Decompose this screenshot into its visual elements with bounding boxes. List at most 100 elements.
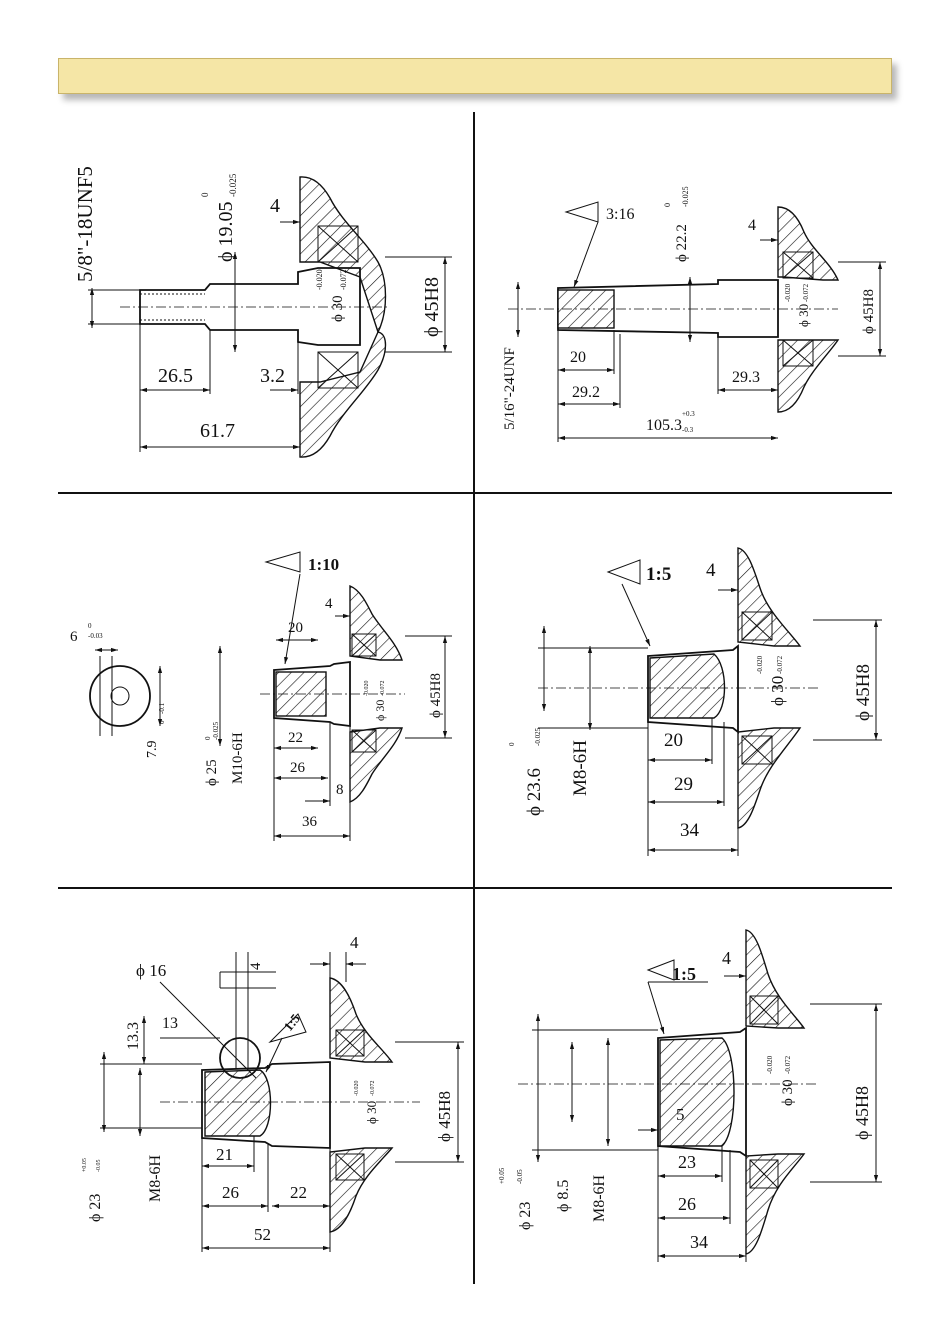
len-29-label: 29 bbox=[674, 774, 693, 795]
taper-label: 1:5 bbox=[672, 964, 696, 984]
bore-label: ϕ 30 bbox=[364, 1101, 379, 1124]
svg-text:-0.1: -0.1 bbox=[158, 702, 166, 714]
svg-text:-0.020: -0.020 bbox=[315, 269, 324, 290]
housing-lower-hatch bbox=[329, 1147, 394, 1233]
svg-text:-0.025: -0.025 bbox=[681, 186, 690, 207]
housing-label: ϕ 45H8 bbox=[861, 289, 877, 334]
small-gap-label: 4 bbox=[248, 962, 264, 970]
hole-diameter-label: ϕ 8.5 bbox=[555, 1180, 572, 1212]
len-22-label: 22 bbox=[290, 1183, 307, 1202]
svg-text:0: 0 bbox=[508, 742, 516, 746]
svg-text:0: 0 bbox=[158, 720, 166, 724]
svg-text:0: 0 bbox=[204, 736, 212, 740]
housing-label: ϕ 45H8 bbox=[435, 1091, 454, 1142]
total-length-label: 105.3 bbox=[646, 417, 682, 434]
housing-label: ϕ 45H8 bbox=[421, 277, 443, 337]
taper-label: 3:16 bbox=[606, 206, 634, 223]
len-52-label: 52 bbox=[254, 1225, 271, 1244]
svg-text:-0.072: -0.072 bbox=[339, 269, 348, 290]
len-34-label: 34 bbox=[690, 1232, 708, 1252]
housing-upper-hatch bbox=[349, 584, 403, 661]
svg-text:+0.3: +0.3 bbox=[682, 410, 695, 418]
gap-label: 4 bbox=[722, 948, 731, 968]
len-26-label: 26 bbox=[290, 760, 306, 776]
bearing-upper bbox=[317, 225, 359, 263]
len-26-label: 26 bbox=[222, 1183, 239, 1202]
svg-text:-0.072: -0.072 bbox=[802, 283, 810, 302]
total-length-label: 61.7 bbox=[200, 420, 235, 442]
threaded-hole bbox=[659, 1037, 735, 1147]
svg-text:-0.03: -0.03 bbox=[88, 632, 103, 640]
gap-label: 4 bbox=[706, 560, 716, 581]
taper-label: 1:10 bbox=[308, 555, 339, 574]
bearing-lower bbox=[317, 351, 359, 389]
svg-text:-0.05: -0.05 bbox=[516, 1169, 524, 1184]
bore-label: ϕ 30 bbox=[373, 700, 387, 721]
len-13-label: 13 bbox=[162, 1015, 178, 1032]
thread-label: M10-6H bbox=[230, 732, 246, 784]
housing-lower-hatch bbox=[777, 339, 840, 413]
panel-top-right: 3:16 ϕ 22.2 0 -0.025 4 ϕ 30 -0.020 -0.07… bbox=[478, 112, 890, 490]
thread-label: M8-6H bbox=[147, 1154, 164, 1202]
svg-text:0: 0 bbox=[88, 622, 92, 630]
svg-text:-0.072: -0.072 bbox=[784, 1055, 792, 1074]
svg-text:+0.05: +0.05 bbox=[498, 1167, 506, 1184]
step-length-label: 3.2 bbox=[260, 365, 285, 387]
housing-label: ϕ 45H8 bbox=[853, 664, 874, 721]
housing-upper-hatch bbox=[745, 929, 806, 1029]
housing-lower-hatch bbox=[745, 1153, 806, 1255]
housing-upper-hatch bbox=[737, 547, 802, 647]
key-depth-label: 7.9 bbox=[145, 741, 160, 759]
thread-label: M8-6H bbox=[591, 1174, 608, 1222]
horizontal-divider-2 bbox=[58, 887, 892, 889]
svg-text:-0.05: -0.05 bbox=[96, 1160, 102, 1173]
thread-label: 5/16"-24UNF bbox=[502, 347, 518, 430]
panel-middle-right: 1:5 4 ϕ 30 -0.020 -0.072 ϕ 45H8 ϕ 23.6 0… bbox=[478, 496, 890, 884]
svg-text:0: 0 bbox=[200, 192, 210, 197]
panel-middle-left: 6 0 -0.03 7.9 0 -0.1 1:10 4 20 ϕ 30 -0.0… bbox=[60, 496, 472, 884]
svg-text:+0.05: +0.05 bbox=[82, 1158, 88, 1172]
shaft-diameter-label: ϕ 23 bbox=[87, 1194, 104, 1222]
threaded-hole bbox=[204, 1069, 272, 1137]
svg-text:-0.020: -0.020 bbox=[354, 1081, 360, 1097]
housing-lower-hatch bbox=[349, 727, 403, 804]
svg-text:-0.3: -0.3 bbox=[682, 426, 694, 434]
gap-label: 4 bbox=[270, 195, 280, 217]
shaft-diameter-label: ϕ 25 bbox=[204, 759, 220, 786]
housing-upper-hatch bbox=[299, 176, 387, 334]
gap-label: 4 bbox=[350, 933, 359, 952]
housing-lower-hatch bbox=[299, 331, 387, 458]
pin-diameter-label: ϕ 16 bbox=[136, 961, 166, 980]
title-banner bbox=[58, 58, 892, 94]
horizontal-divider-1 bbox=[58, 492, 892, 494]
svg-text:-0.072: -0.072 bbox=[380, 681, 386, 697]
hole-length-label: 20 bbox=[288, 620, 303, 636]
thread-length-label: 26.5 bbox=[158, 365, 193, 387]
svg-text:-0.020: -0.020 bbox=[766, 1055, 774, 1074]
housing-upper-hatch bbox=[777, 206, 840, 281]
len-21-label: 21 bbox=[216, 1145, 233, 1164]
step-length-label: 29.3 bbox=[732, 369, 760, 386]
len-8-label: 8 bbox=[336, 782, 344, 798]
svg-text:-0.025: -0.025 bbox=[228, 173, 238, 197]
thread-label: M8-6H bbox=[570, 740, 591, 796]
svg-text:-0.020: -0.020 bbox=[784, 283, 792, 302]
shaft-diameter-label: ϕ 22.2 bbox=[674, 224, 690, 262]
keyway-section bbox=[89, 665, 151, 727]
taper-label: 1:5 bbox=[646, 564, 671, 585]
shaft-outline bbox=[139, 267, 361, 346]
cross-pin bbox=[219, 1037, 261, 1079]
panel-bottom-right: 1:5 4 ϕ 30 -0.020 -0.072 ϕ 45H8 ϕ 23 +0.… bbox=[478, 892, 890, 1284]
len-5-label: 5 bbox=[676, 1105, 685, 1124]
gap-label: 4 bbox=[748, 217, 756, 234]
bore-label: ϕ 30 bbox=[796, 304, 811, 327]
len-22-label: 22 bbox=[288, 730, 303, 746]
len-23-label: 23 bbox=[678, 1152, 696, 1172]
bore-label: ϕ 30 bbox=[330, 295, 346, 322]
hole-length-label: 20 bbox=[570, 349, 586, 366]
len-20-label: 20 bbox=[664, 730, 683, 751]
housing-label: ϕ 45H8 bbox=[428, 673, 444, 718]
bore-label: ϕ 30 bbox=[768, 676, 787, 706]
len-36-label: 36 bbox=[302, 814, 318, 830]
shaft-outline bbox=[557, 279, 779, 338]
